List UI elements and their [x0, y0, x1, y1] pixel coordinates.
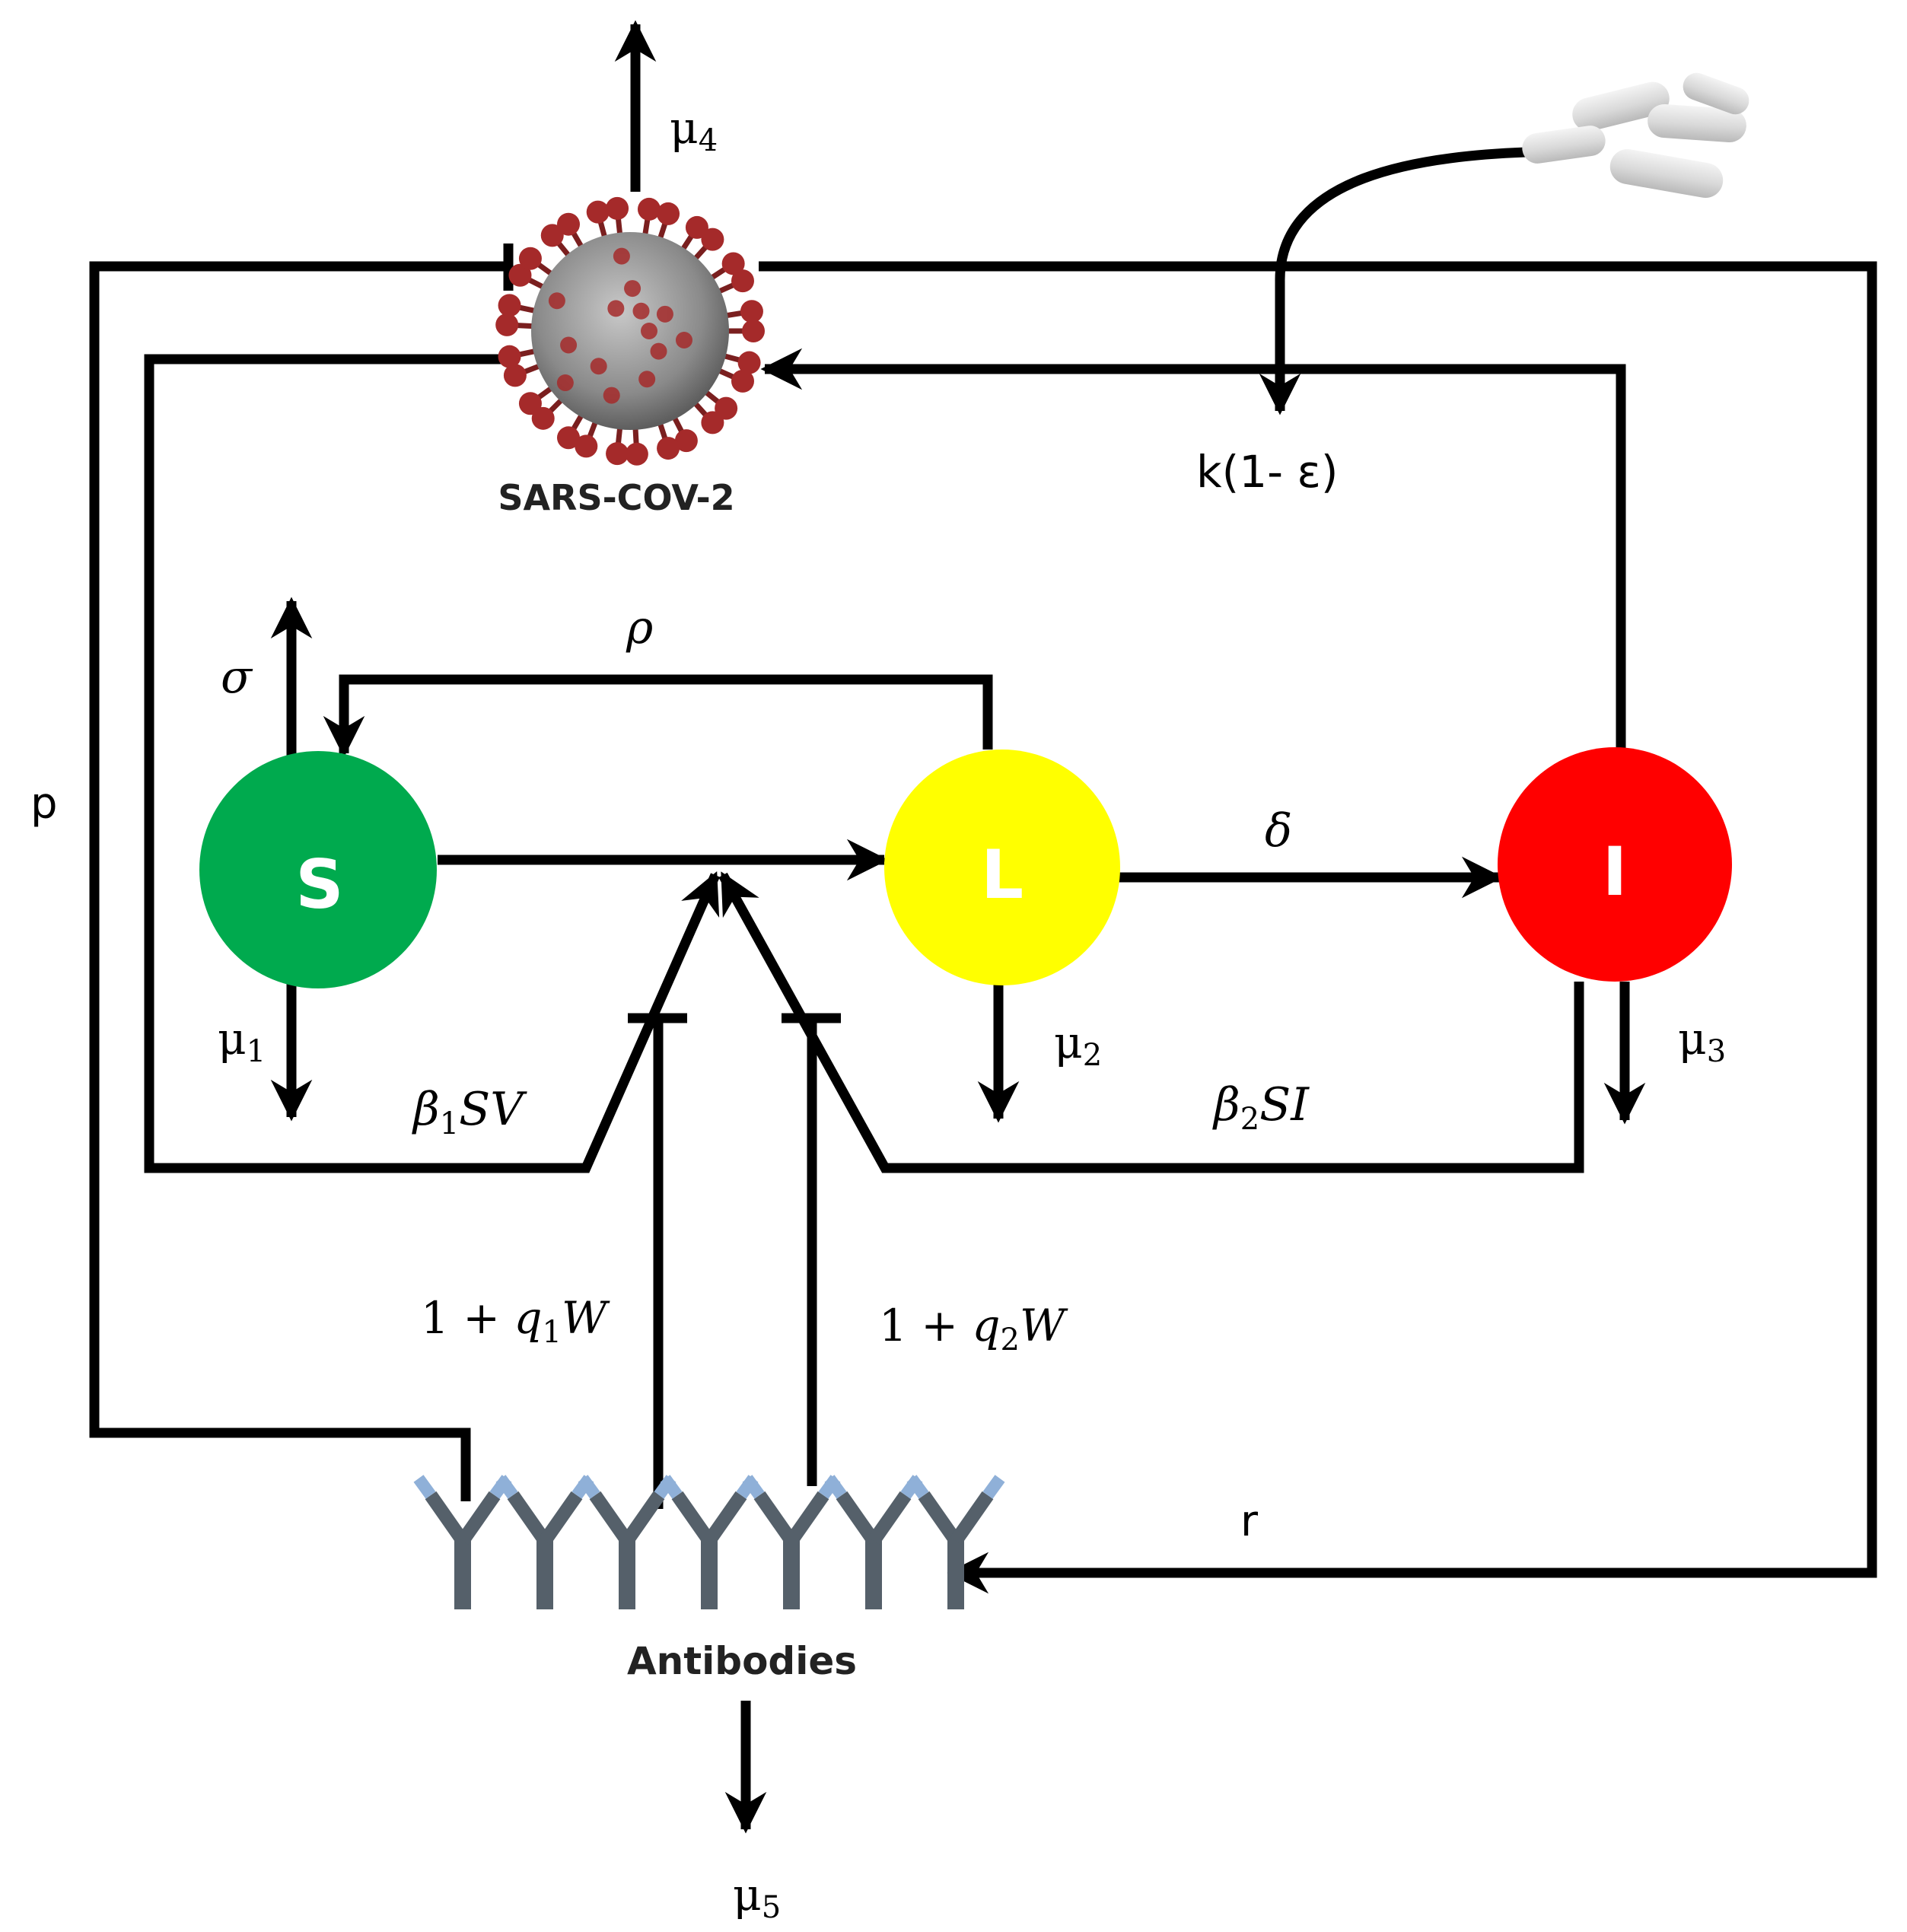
arrows: [89, 20, 1877, 1834]
virus-label: SARS-COV-2: [498, 477, 734, 518]
beta1-sv-label: β1SV: [412, 1083, 527, 1141]
infected-node: [1498, 747, 1732, 982]
antibody-icon: [824, 1475, 923, 1609]
antibodies-icon: [413, 1475, 1005, 1609]
rho-label: ρ: [626, 601, 653, 654]
node-i: I: [1498, 747, 1732, 982]
antibody-icon: [742, 1475, 841, 1609]
drug-effect-arrow: [1259, 147, 1527, 415]
latent-label: L: [981, 836, 1024, 914]
p-production-line: [89, 261, 508, 1501]
sigma-label: σ: [221, 651, 253, 704]
antibody-icon: [660, 1475, 759, 1609]
mu2-label: μ2: [1054, 1017, 1102, 1073]
mu4-label: μ4: [670, 102, 718, 158]
capsules-icon: [1522, 72, 1749, 199]
latent-node: [884, 750, 1120, 985]
r-label: r: [1240, 1497, 1259, 1546]
beta2-si-line: [718, 871, 1584, 1173]
beta1-sv-line: [144, 354, 720, 1173]
mu5-label: μ5: [733, 1869, 781, 1925]
antibody-icon: [578, 1475, 677, 1609]
q1-label: 1 + q1W: [421, 1292, 610, 1350]
l-to-s-rho-arrow: [323, 674, 993, 758]
node-l: L: [884, 750, 1120, 985]
k-epsilon-label: k(1- ε): [1196, 446, 1338, 498]
i-to-virus-arrow: [760, 348, 1626, 750]
r-stimulation-line: [759, 261, 1877, 1594]
beta2-si-label: β2SI: [1212, 1078, 1310, 1137]
delta-label: δ: [1265, 804, 1292, 858]
virus-icon: [495, 196, 765, 466]
mu3-label: μ3: [1678, 1013, 1726, 1069]
p-label: p: [30, 779, 58, 829]
mu1-label: μ1: [218, 1013, 266, 1069]
susceptible-label: S: [295, 845, 343, 924]
infected-label: I: [1603, 832, 1628, 911]
antibody-icon: [906, 1475, 1005, 1609]
susceptible-node: [199, 751, 437, 988]
node-s: S: [199, 751, 437, 988]
antibodies-label: Antibodies: [627, 1639, 857, 1683]
rate-labels: μ1 μ2 μ3 μ4 μ5 σ ρ δ p r k(1- ε) β1SV β2…: [30, 102, 1726, 1925]
antibody-icon: [495, 1475, 594, 1609]
q2-label: 1 + q2W: [879, 1300, 1068, 1357]
